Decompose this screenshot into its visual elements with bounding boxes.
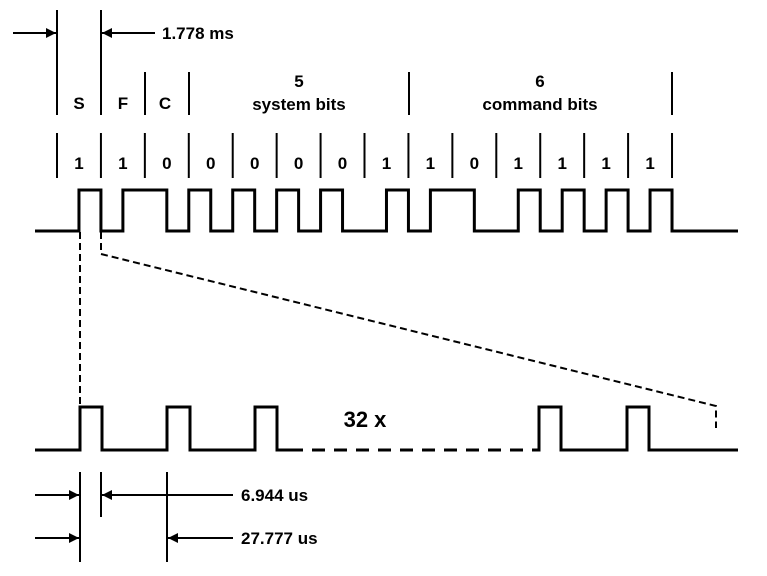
command-bits-label: command bits (482, 95, 597, 114)
start-bit-label: S (73, 94, 84, 113)
system-bits-count: 5 (294, 72, 303, 91)
bit-value: 0 (338, 154, 347, 173)
repeat-count-label: 32 x (344, 407, 388, 432)
carrier-period-label: 27.777 us (241, 529, 318, 548)
zoom-guides (79, 232, 717, 428)
bit-value: 0 (470, 154, 479, 173)
carrier-dimensions (35, 472, 233, 562)
bit-value: 1 (382, 154, 391, 173)
pulse-width-label: 6.944 us (241, 486, 308, 505)
control-bit-label: C (159, 94, 171, 113)
bit-value: 1 (514, 154, 523, 173)
bit-value: 1 (74, 154, 83, 173)
bit-value: 1 (426, 154, 435, 173)
bit-value: 0 (162, 154, 171, 173)
manchester-waveform (35, 188, 738, 233)
command-bits-count: 6 (535, 72, 544, 91)
system-bits-label: system bits (252, 95, 346, 114)
bit-value: 1 (645, 154, 654, 173)
carrier-waveform (35, 405, 738, 452)
bit-value: 1 (601, 154, 610, 173)
field-bit-label: F (118, 94, 128, 113)
bit-period-label: 1.778 ms (162, 24, 234, 43)
bit-value: 0 (250, 154, 259, 173)
bit-cells: 1 1 0 0 0 0 0 1 1 0 1 1 1 1 (56, 133, 674, 178)
field-dividers (144, 72, 673, 115)
bit-value: 0 (294, 154, 303, 173)
bit-value: 0 (206, 154, 215, 173)
bit-period-dimension (13, 10, 155, 115)
bit-value: 1 (118, 154, 127, 173)
bit-value: 1 (557, 154, 566, 173)
